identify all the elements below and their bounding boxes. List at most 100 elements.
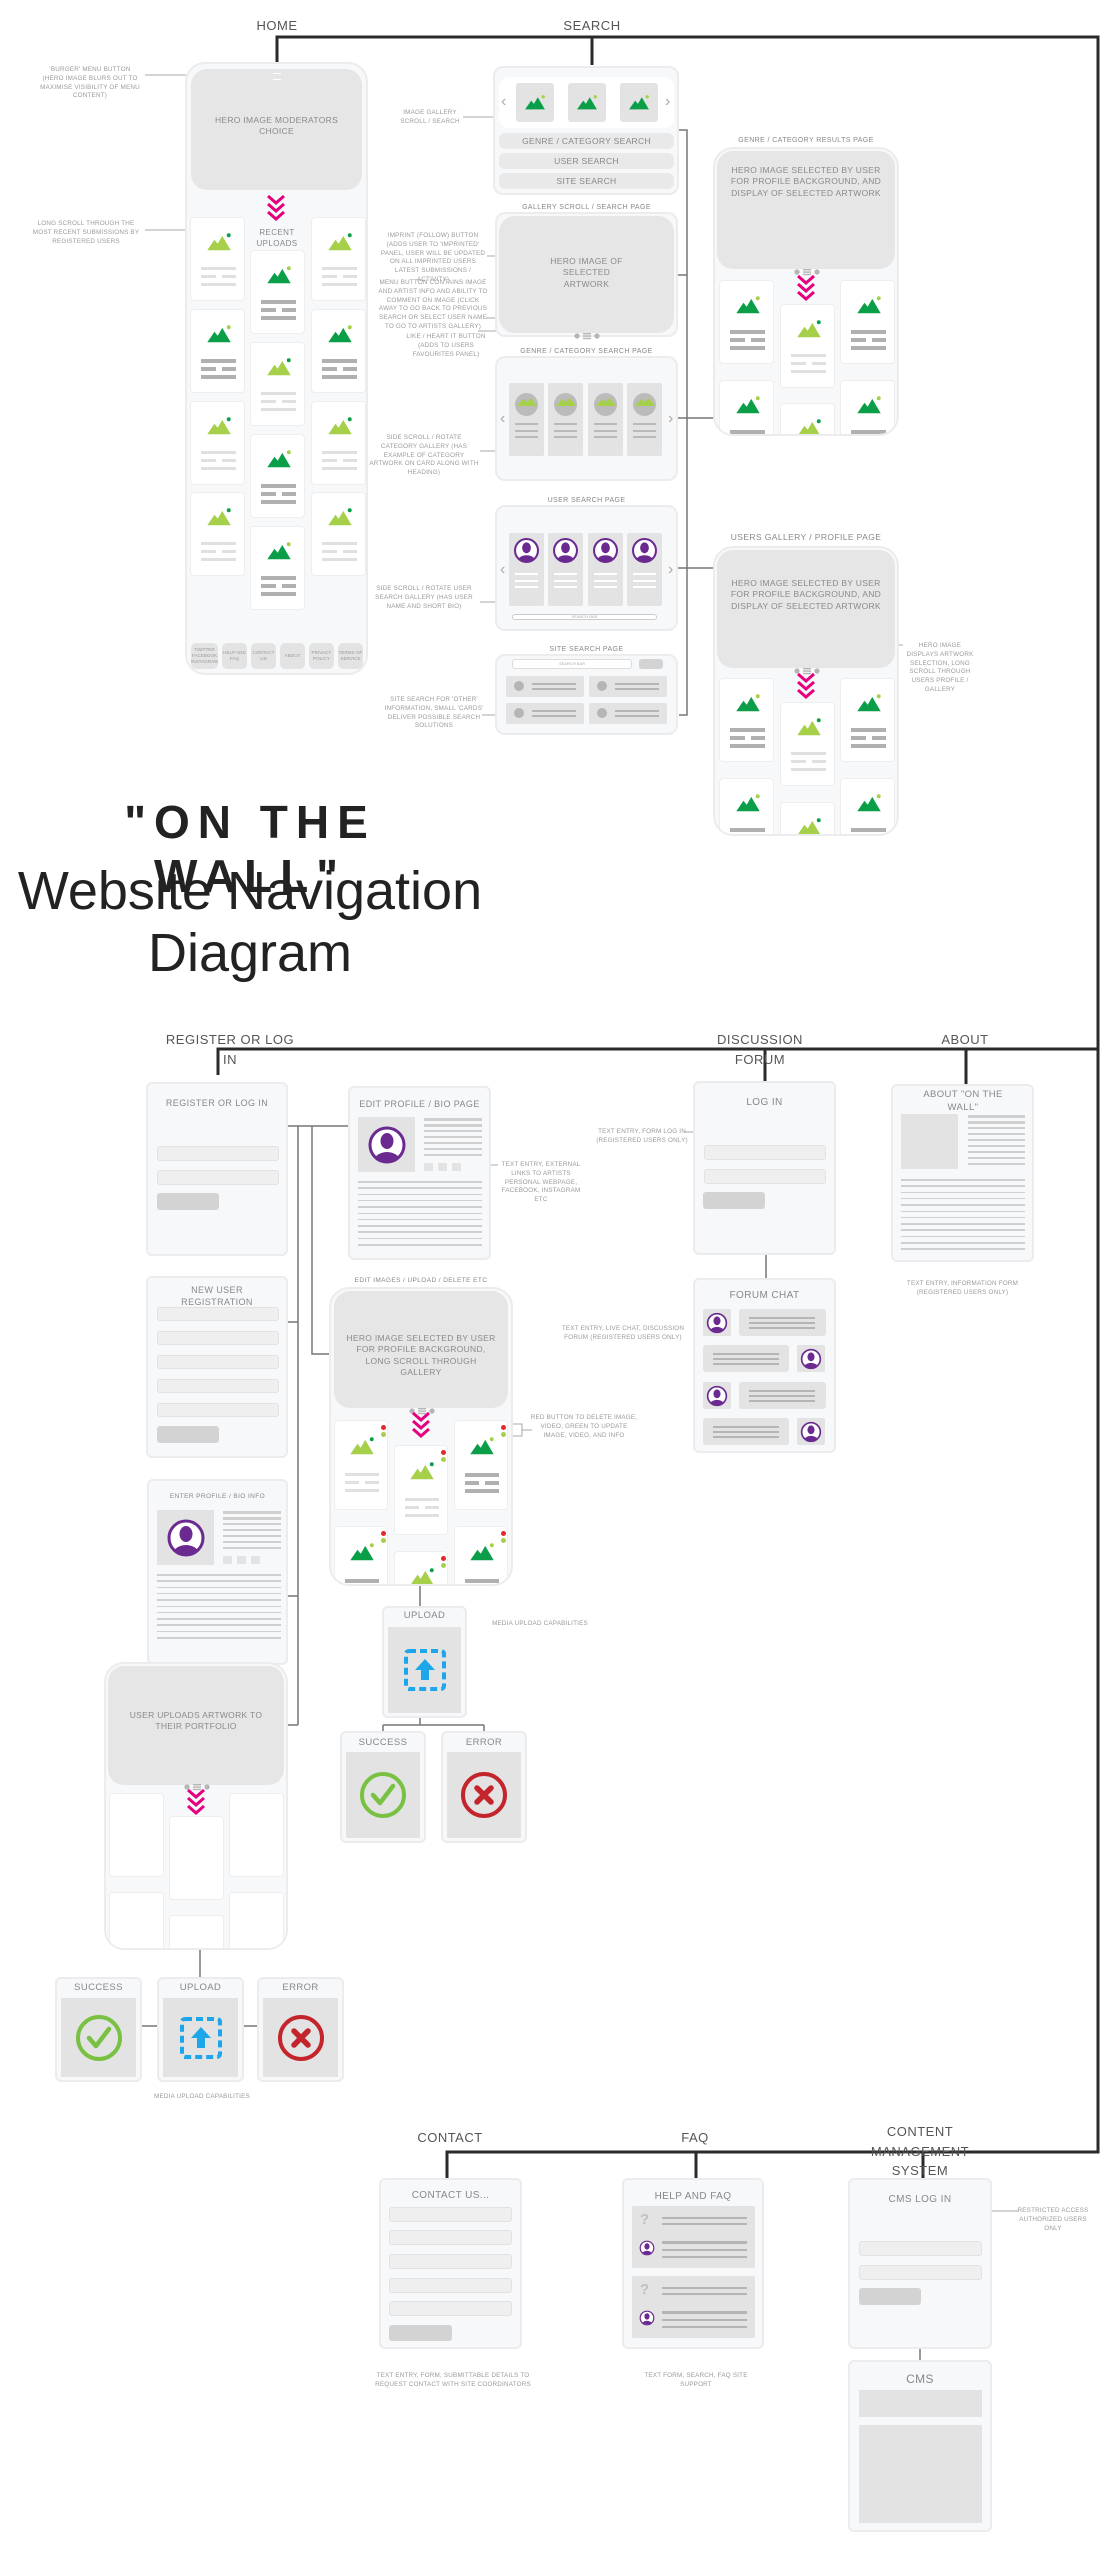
update-button[interactable] xyxy=(501,1432,506,1437)
faq-item[interactable]: ? xyxy=(632,2276,755,2338)
login-button[interactable] xyxy=(157,1193,219,1210)
category-card[interactable] xyxy=(627,383,662,456)
delete-button[interactable] xyxy=(381,1531,386,1536)
artwork-card[interactable] xyxy=(311,401,366,485)
artwork-card[interactable] xyxy=(719,380,774,434)
category-card[interactable] xyxy=(588,383,623,456)
artwork-card[interactable] xyxy=(840,778,895,834)
registration-field[interactable] xyxy=(157,1307,279,1321)
site-result-card[interactable] xyxy=(589,703,667,724)
like-menu-imprint-buttons[interactable] xyxy=(794,263,820,281)
username-field[interactable] xyxy=(157,1146,279,1161)
user-search-bar[interactable]: SEARCH BAR xyxy=(512,614,657,620)
login-button[interactable] xyxy=(859,2288,921,2305)
username-field[interactable] xyxy=(859,2241,982,2256)
artwork-card[interactable] xyxy=(229,1892,284,1948)
artwork-card[interactable] xyxy=(334,1526,388,1584)
footer-contact-button[interactable]: CONTACT US xyxy=(250,643,276,669)
register-button[interactable] xyxy=(157,1426,219,1443)
artwork-card[interactable] xyxy=(190,492,245,576)
password-field[interactable] xyxy=(704,1169,826,1184)
delete-button[interactable] xyxy=(501,1531,506,1536)
artwork-card[interactable] xyxy=(840,678,895,762)
artwork-card[interactable] xyxy=(454,1526,508,1584)
artwork-card[interactable] xyxy=(109,1793,164,1877)
artwork-card[interactable] xyxy=(229,1793,284,1877)
link-icon[interactable] xyxy=(237,1556,246,1564)
link-icon[interactable] xyxy=(452,1163,461,1171)
artwork-card[interactable] xyxy=(190,217,245,301)
artwork-card[interactable] xyxy=(190,309,245,393)
artwork-card[interactable] xyxy=(250,342,305,426)
artwork-card[interactable] xyxy=(780,802,835,834)
artwork-card[interactable] xyxy=(250,434,305,518)
artwork-card[interactable] xyxy=(250,250,305,334)
artwork-card[interactable] xyxy=(190,401,245,485)
footer-about-button[interactable]: ABOUT xyxy=(279,643,305,669)
registration-field[interactable] xyxy=(157,1331,279,1345)
artwork-card[interactable] xyxy=(780,403,835,434)
like-menu-imprint-buttons[interactable] xyxy=(184,1778,210,1796)
gallery-thumbnail[interactable] xyxy=(516,83,554,122)
footer-faq-button[interactable]: HELP AND FAQ xyxy=(221,643,247,669)
artwork-card[interactable] xyxy=(334,1420,388,1510)
artwork-card[interactable] xyxy=(840,380,895,434)
gallery-thumbnail[interactable] xyxy=(568,83,606,122)
site-search-submit-button[interactable] xyxy=(639,659,663,669)
contact-field[interactable] xyxy=(389,2230,512,2245)
site-search-bar[interactable]: SEARCH BAR xyxy=(512,659,632,669)
registration-field[interactable] xyxy=(157,1403,279,1417)
contact-field[interactable] xyxy=(389,2254,512,2269)
category-card[interactable] xyxy=(548,383,583,456)
chevron-right-icon[interactable]: › xyxy=(668,561,674,578)
update-button[interactable] xyxy=(381,1538,386,1543)
chevron-right-icon[interactable]: › xyxy=(665,93,671,110)
site-result-card[interactable] xyxy=(589,676,667,697)
gallery-thumbnail[interactable] xyxy=(620,83,658,122)
site-result-card[interactable] xyxy=(506,703,584,724)
site-result-card[interactable] xyxy=(506,676,584,697)
artwork-card[interactable] xyxy=(454,1420,508,1510)
footer-social-button[interactable]: TWITTER FACEBOOK INSTAGRAM xyxy=(191,643,218,669)
chevron-right-icon[interactable]: › xyxy=(668,410,674,427)
user-card[interactable] xyxy=(548,533,583,606)
contact-field[interactable] xyxy=(389,2301,512,2316)
delete-button[interactable] xyxy=(501,1425,506,1430)
like-menu-imprint-buttons[interactable] xyxy=(794,662,820,680)
artwork-card[interactable] xyxy=(780,304,835,388)
faq-item[interactable]: ? xyxy=(632,2206,755,2268)
login-button[interactable] xyxy=(703,1192,765,1209)
artwork-card[interactable] xyxy=(109,1892,164,1948)
link-icon[interactable] xyxy=(223,1556,232,1564)
registration-field[interactable] xyxy=(157,1379,279,1393)
artwork-card[interactable] xyxy=(719,778,774,834)
artwork-card[interactable] xyxy=(311,309,366,393)
footer-terms-button[interactable]: TERMS OF SERVICE xyxy=(337,643,363,669)
artwork-card[interactable] xyxy=(394,1551,448,1584)
contact-field[interactable] xyxy=(389,2207,512,2222)
artwork-card[interactable] xyxy=(169,1915,224,1948)
delete-button[interactable] xyxy=(441,1450,446,1455)
delete-button[interactable] xyxy=(441,1556,446,1561)
genre-search-button[interactable]: GENRE / CATEGORY SEARCH xyxy=(499,133,674,149)
upload-icon[interactable] xyxy=(178,2015,224,2061)
site-search-button[interactable]: SITE SEARCH xyxy=(499,173,674,189)
chevron-left-icon[interactable]: ‹ xyxy=(500,410,506,427)
artwork-card[interactable] xyxy=(311,217,366,301)
artwork-card[interactable] xyxy=(780,702,835,786)
update-button[interactable] xyxy=(381,1432,386,1437)
artwork-card[interactable] xyxy=(250,526,305,610)
user-card[interactable] xyxy=(627,533,662,606)
like-menu-imprint-buttons[interactable] xyxy=(409,1402,435,1420)
link-icon[interactable] xyxy=(251,1556,260,1564)
chevron-left-icon[interactable]: ‹ xyxy=(500,561,506,578)
link-icon[interactable] xyxy=(424,1163,433,1171)
contact-field[interactable] xyxy=(389,2278,512,2293)
chevron-left-icon[interactable]: ‹ xyxy=(501,93,507,110)
link-icon[interactable] xyxy=(438,1163,447,1171)
update-button[interactable] xyxy=(501,1538,506,1543)
artwork-card[interactable] xyxy=(169,1816,224,1900)
artwork-card[interactable] xyxy=(311,492,366,576)
password-field[interactable] xyxy=(859,2265,982,2280)
user-card[interactable] xyxy=(588,533,623,606)
